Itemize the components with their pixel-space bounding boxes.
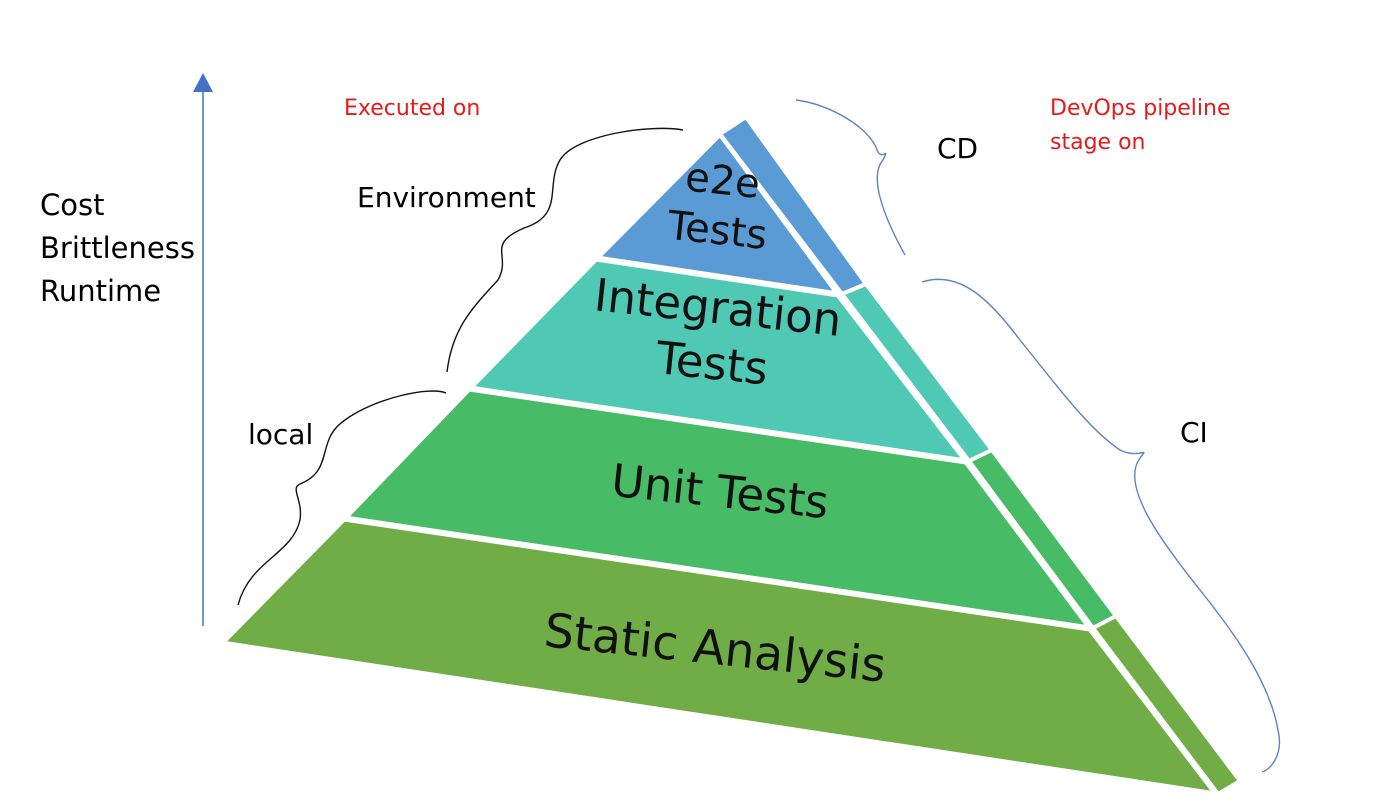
axis-arrowhead-icon: [193, 73, 213, 92]
axis-label-runtime: Runtime: [40, 274, 162, 308]
layer-static-side: [1091, 614, 1242, 796]
layer-static-face: [219, 516, 1219, 797]
annotation-devops-line2: stage on: [1050, 130, 1146, 155]
annotation-ci: CI: [1180, 416, 1208, 449]
annotation-cd: CD: [937, 132, 979, 165]
annotation-environment: Environment: [357, 181, 536, 214]
annotation-executed-on: Executed on: [344, 96, 481, 121]
annotation-devops-line1: DevOps pipeline: [1050, 96, 1231, 121]
layer-e2e-label: e2e Tests: [655, 150, 785, 262]
annotation-local: local: [248, 418, 314, 451]
brace-cd: [795, 99, 906, 256]
axis-label-brittleness: Brittleness: [40, 231, 195, 265]
axis-label: Cost Brittleness Runtime: [40, 184, 195, 313]
axis-label-cost: Cost: [40, 188, 105, 222]
brace-ci: [921, 278, 1281, 773]
brace-environment: [446, 127, 684, 373]
brace-local: [237, 390, 447, 606]
